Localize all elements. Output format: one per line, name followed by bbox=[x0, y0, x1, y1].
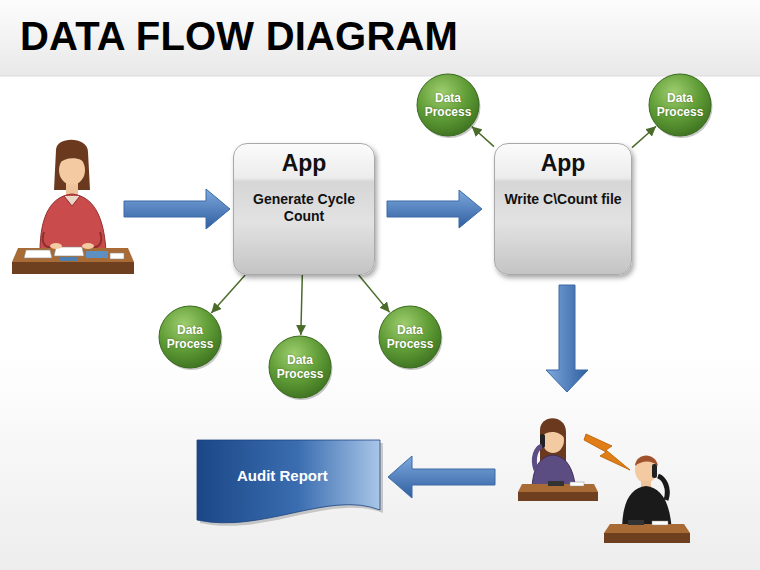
data-process-circle: Data Process bbox=[268, 335, 332, 399]
data-process-circle: Data Process bbox=[416, 73, 480, 137]
person-on-phone bbox=[518, 418, 598, 501]
data-process-circle: Data Process bbox=[378, 305, 442, 369]
circle-shape bbox=[649, 74, 711, 136]
node-label: Data Process bbox=[272, 353, 328, 382]
box-label: Write C\Count file bbox=[504, 191, 621, 208]
person-on-phone bbox=[604, 456, 690, 544]
node-label: Data Process bbox=[652, 91, 708, 120]
diagram-title: DATA FLOW DIAGRAM bbox=[20, 14, 458, 59]
data-process-circle: Data Process bbox=[158, 305, 222, 369]
node-label: Data Process bbox=[162, 323, 218, 352]
lightning-bolt bbox=[584, 434, 630, 470]
process-box: AppWrite C\Count file bbox=[494, 143, 632, 275]
block-arrow bbox=[546, 285, 588, 392]
node-label: Data Process bbox=[420, 91, 476, 120]
data-process-circle: Data Process bbox=[648, 73, 712, 137]
header-band bbox=[0, 0, 760, 76]
block-arrow bbox=[387, 190, 482, 228]
flow-arrow bbox=[359, 275, 390, 312]
flow-arrow bbox=[211, 275, 245, 313]
box-label: Generate Cycle Count bbox=[252, 191, 356, 225]
box-heading: App bbox=[282, 150, 327, 177]
circle-shape bbox=[379, 306, 441, 368]
flow-arrow bbox=[632, 126, 656, 147]
circle-shape bbox=[269, 336, 331, 398]
node-label: Data Process bbox=[382, 323, 438, 352]
block-arrow bbox=[124, 189, 230, 229]
report-document: Audit Report bbox=[197, 440, 380, 524]
block-arrow bbox=[388, 456, 495, 498]
node-label: Audit Report bbox=[237, 467, 328, 484]
circle-shape bbox=[159, 306, 221, 368]
document-shape bbox=[197, 440, 380, 523]
circle-shape bbox=[417, 74, 479, 136]
flow-arrow bbox=[472, 126, 494, 146]
process-box: AppGenerate Cycle Count bbox=[233, 143, 375, 275]
person-at-desk bbox=[12, 140, 134, 274]
header-rule bbox=[0, 76, 760, 77]
flow-arrow bbox=[301, 275, 303, 335]
box-heading: App bbox=[541, 150, 586, 177]
